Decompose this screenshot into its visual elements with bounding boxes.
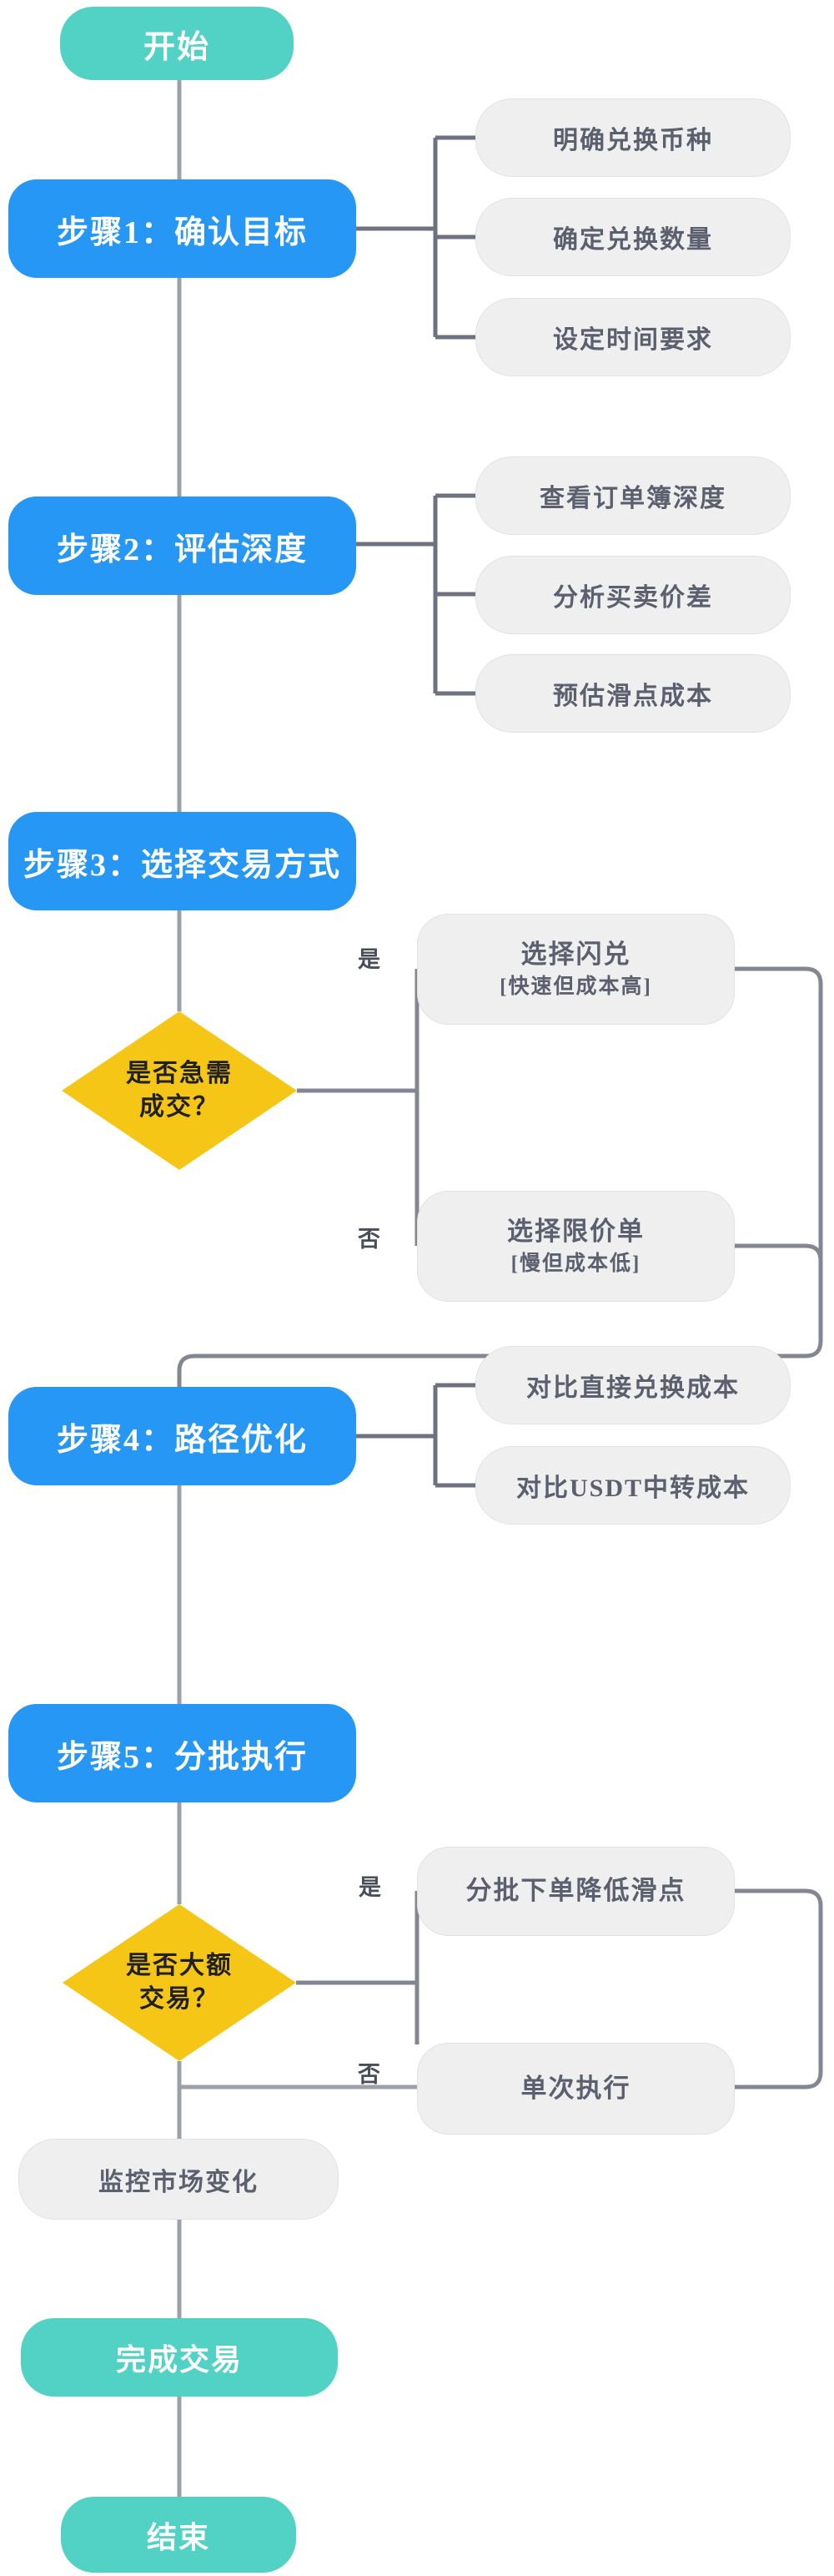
- decision-1-yes-note: [快速但成本高]: [500, 975, 652, 998]
- merge-curve-edges: [177, 966, 823, 2090]
- decision-2-question-line1: 是否大额: [126, 1951, 233, 1979]
- step-2-sub-2-node: 分析买卖价差: [475, 556, 791, 634]
- decision-2-no-title: 单次执行: [520, 2073, 631, 2103]
- step-2-sub-3-node: 预估滑点成本: [475, 654, 791, 733]
- decision-1-yes-title: 选择闪兑: [520, 939, 631, 969]
- step-1-sub-1-node: 明确兑换币种: [475, 98, 791, 177]
- decision-1-question-line2: 成交？: [139, 1093, 219, 1121]
- step-4-node: 步骤4：路径优化: [8, 1387, 356, 1485]
- decision-2-no-node: 单次执行: [417, 2043, 735, 2135]
- decision-1-no-label: 否: [358, 1227, 381, 1252]
- step-5-node: 步骤5：分批执行: [8, 1704, 356, 1802]
- step-4-sub-2-node: 对比USDT中转成本: [475, 1446, 791, 1525]
- step-1-sub-2-node: 确定兑换数量: [475, 198, 791, 276]
- monitor-node: 监控市场变化: [18, 2139, 339, 2220]
- decision-2-yes-node: 分批下单降低滑点: [417, 1847, 735, 1936]
- decision-1-yes-node: 选择闪兑 [快速但成本高]: [417, 914, 735, 1025]
- decision-2-question-line2: 交易？: [139, 1985, 219, 2013]
- decision-1-question-line1: 是否急需: [126, 1059, 233, 1087]
- decision-1-no-title: 选择限价单: [507, 1216, 645, 1246]
- decision-1-yes-label: 是: [358, 947, 381, 972]
- step-1-sub-3-node: 设定时间要求: [475, 298, 791, 376]
- decision-2-yes-title: 分批下单降低滑点: [465, 1876, 686, 1906]
- step-3-node: 步骤3：选择交易方式: [8, 812, 356, 910]
- decision-branch-edges: [296, 969, 420, 2044]
- main-flow-edges: [177, 80, 417, 2497]
- decision-2-no-label: 否: [358, 2062, 381, 2087]
- step-1-node: 步骤1：确认目标: [8, 179, 356, 278]
- complete-node: 完成交易: [21, 2318, 338, 2397]
- end-node: 结束: [61, 2497, 296, 2573]
- decision-1-no-note: [慢但成本低]: [510, 1252, 641, 1275]
- bracket-edges: [356, 135, 477, 1488]
- start-node: 开始: [60, 7, 294, 80]
- step-4-sub-1-node: 对比直接兑换成本: [475, 1346, 791, 1424]
- decision-1-no-node: 选择限价单 [慢但成本低]: [417, 1191, 735, 1302]
- step-2-node: 步骤2：评估深度: [8, 497, 356, 595]
- step-2-sub-1-node: 查看订单簿深度: [475, 456, 791, 535]
- decision-2-yes-label: 是: [359, 1875, 382, 1900]
